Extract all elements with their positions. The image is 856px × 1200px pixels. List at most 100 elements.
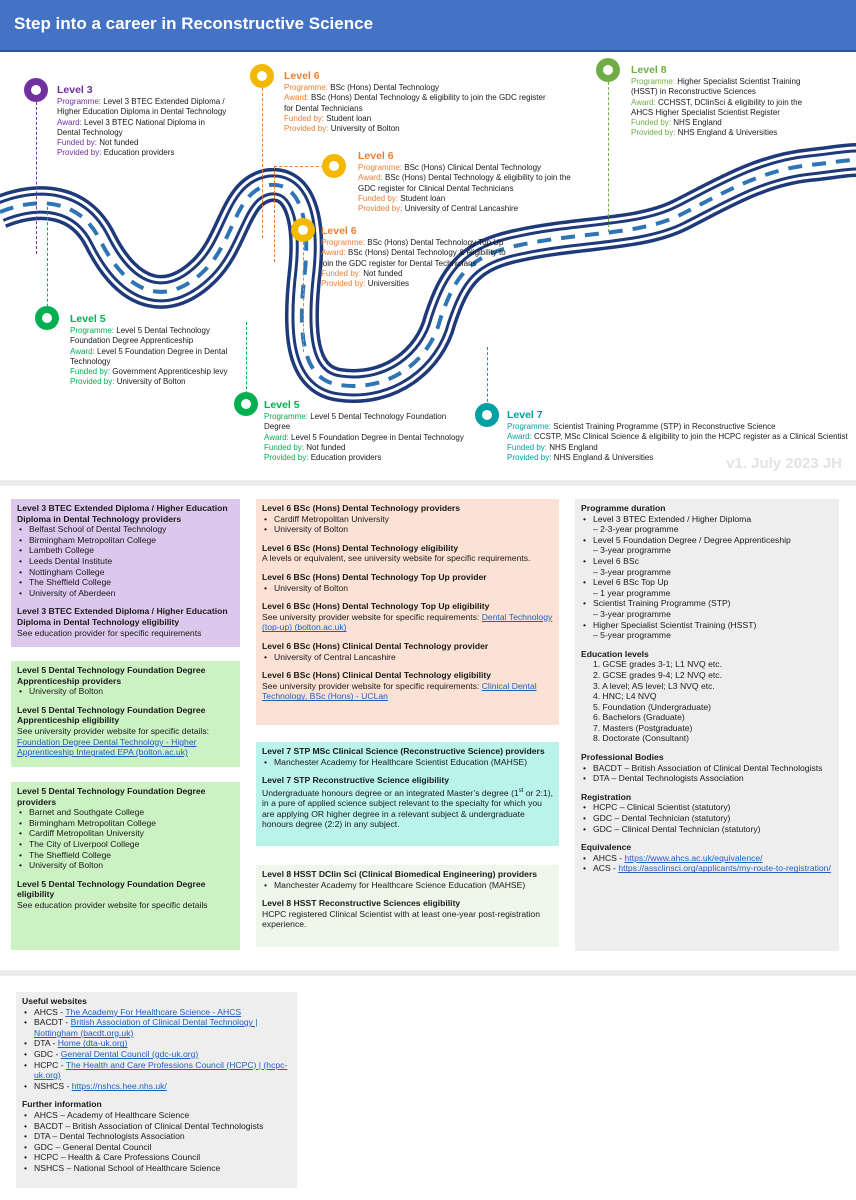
bodies-list: BACDT – British Association of Clinical … — [581, 763, 833, 784]
milestone-level-6-dental-technology: Level 6 Programme: BSc (Hons) Dental Tec… — [284, 70, 554, 134]
programme-key: Programme: — [631, 77, 676, 86]
provided-value: University of Bolton — [116, 377, 186, 387]
useful-websites-box: Useful websites AHCS - The Academy For H… — [16, 992, 297, 1188]
list-item: GDC – Dental Technician (statutory) — [581, 813, 833, 824]
list-item: DTA – Dental Technologists Association — [581, 773, 833, 784]
section-heading: Level 5 Dental Technology Foundation Deg… — [17, 786, 206, 807]
level-label: Level 6 — [321, 225, 357, 237]
programme-duration: – 3-year programme — [593, 608, 671, 619]
milestone-level-6-top-up: Level 6 Programme: BSc (Hons) Dental Tec… — [321, 225, 513, 289]
websites-list: AHCS - The Academy For Healthcare Scienc… — [22, 1007, 291, 1092]
programme-value: Level 5 Dental Technology Foundation Deg… — [70, 326, 210, 346]
level-label: Level 3 — [57, 84, 93, 96]
provided-value: Education providers — [310, 453, 382, 463]
level-6-providers-box: Level 6 BSc (Hons) Dental Technology pro… — [256, 499, 559, 725]
level-label: Level 8 — [631, 64, 667, 76]
apprenticeship-link[interactable]: Foundation Degree Dental Technology - Hi… — [17, 736, 197, 758]
programme-name: Higher Specialist Scientist Training (HS… — [593, 619, 757, 630]
duration-list: Level 3 BTEC Extended / Higher Diploma– … — [581, 514, 833, 641]
uclan-link[interactable]: Clinical Dental Technology, BSc (Hons) -… — [262, 680, 537, 702]
section-heading: Useful websites — [22, 996, 87, 1006]
connector-line — [303, 242, 304, 352]
nshcs-link[interactable]: https://nshcs.hee.nhs.uk/ — [71, 1080, 167, 1091]
programme-value: BSc (Hons) Clinical Dental Technology — [404, 163, 542, 172]
ahcs-equivalence-link[interactable]: https://www.ahcs.ac.uk/equivalence/ — [624, 852, 763, 863]
list-item: ACS - https://assclinsci.org/applicants/… — [581, 863, 833, 874]
provided-key: Provided by: — [631, 128, 676, 138]
section-heading: Level 8 HSST Reconstructive Sciences eli… — [262, 898, 461, 909]
section-heading: Level 7 STP MSc Clinical Science (Recons… — [262, 746, 545, 756]
provider-list: Belfast School of Dental Technology Birm… — [17, 524, 234, 598]
further-info-list: AHCS – Academy of Healthcare Science BAC… — [22, 1110, 291, 1174]
dta-link[interactable]: Home (dta-uk.org) — [57, 1038, 128, 1049]
list-item: NSHCS - https://nshcs.hee.nhs.uk/ — [22, 1081, 291, 1092]
funded-value: Not funded — [99, 138, 139, 148]
section-text: See university provider website for spec… — [17, 725, 210, 736]
ahcs-link[interactable]: The Academy For Healthcare Science - AHC… — [65, 1006, 242, 1017]
level-7-pin — [475, 403, 499, 427]
section-text: See university provider website for spec… — [262, 612, 553, 633]
section-text: See university provider website for spec… — [262, 681, 553, 702]
section-heading: Level 5 Dental Technology Foundation Deg… — [17, 665, 206, 686]
programme-value: Level 3 BTEC Extended Diploma / Higher E… — [57, 97, 227, 117]
list-item: University of Bolton — [17, 686, 234, 697]
link-prefix: AHCS - — [34, 1006, 66, 1017]
provided-key: Provided by: — [264, 453, 309, 463]
provided-key: Provided by: — [507, 452, 552, 462]
link-prefix: DTA - — [34, 1038, 58, 1049]
award-key: Award: — [358, 173, 383, 183]
level-6-pin — [291, 218, 315, 242]
bacdt-link[interactable]: British Association of Clinical Dental T… — [34, 1017, 258, 1038]
level-label: Level 7 — [507, 409, 543, 421]
programme-value: Higher Specialist Scientist Training (HS… — [631, 77, 801, 97]
provided-value: Universities — [367, 279, 410, 289]
funded-key: Funded by: — [264, 442, 305, 452]
programme-duration: – 3-year programme — [593, 566, 671, 577]
section-heading: Level 6 BSc (Hons) Clinical Dental Techn… — [262, 670, 492, 681]
list-item: AHCS - https://www.ahcs.ac.uk/equivalenc… — [581, 853, 833, 864]
provider-list: Manchester Academy for Healthcare Scienc… — [262, 880, 553, 891]
award-value: BSc (Hons) Dental Technology & eligibili… — [284, 93, 546, 113]
acs-registration-link[interactable]: https://assclinsci.org/applicants/my-rou… — [618, 863, 831, 874]
programme-key: Programme: — [264, 412, 309, 421]
section-heading: Level 6 BSc (Hons) Clinical Dental Techn… — [262, 640, 489, 651]
list-item: 6. Bachelors (Graduate) — [593, 712, 685, 723]
gdc-link[interactable]: General Dental Council (gdc-uk.org) — [60, 1048, 199, 1059]
list-item: Belfast School of Dental Technology — [17, 524, 234, 535]
section-text: See education provider website for speci… — [17, 899, 208, 910]
award-value: CCHSST, DClinSci & eligibility to join t… — [631, 97, 803, 117]
section-heading: Level 6 BSc (Hons) Dental Technology Top… — [262, 601, 490, 612]
link-prefix: NSHCS - — [34, 1080, 72, 1091]
divider — [0, 480, 856, 486]
list-item: 7. Masters (Postgraduate) — [593, 722, 693, 733]
list-item: Level 6 BSc– 3-year programme — [581, 556, 833, 577]
list-item: DTA – Dental Technologists Association — [22, 1131, 291, 1142]
level-label: Level 5 — [264, 399, 300, 411]
award-value: BSc (Hons) Dental Technology & eligibili… — [321, 248, 506, 268]
connector-line — [246, 322, 247, 404]
top-up-link[interactable]: Dental Technology (top-up) (bolton.ac.uk… — [262, 611, 553, 633]
connector-line — [36, 102, 37, 254]
list-item: Leeds Dental Institute — [17, 556, 234, 567]
list-item: Birmingham Metropolitan College — [17, 535, 234, 546]
level-5-apprenticeship-box: Level 5 Dental Technology Foundation Deg… — [11, 661, 240, 767]
section-heading: Level 5 Dental Technology Foundation Deg… — [17, 878, 206, 900]
section-heading: Registration — [581, 791, 632, 802]
provider-list: Barnet and Southgate College Birmingham … — [17, 807, 234, 871]
list-item: University of Central Lancashire — [262, 652, 553, 663]
funded-key: Funded by: — [284, 113, 325, 123]
list-item: 1. GCSE grades 3-1; L1 NVQ etc. — [593, 659, 722, 670]
page-title: Step into a career in Reconstructive Sci… — [14, 14, 374, 33]
award-value: BSc (Hons) Dental Technology & eligibili… — [358, 173, 571, 193]
list-item: Higher Specialist Scientist Training (HS… — [581, 620, 833, 641]
programme-value: BSc (Hons) Dental Technology — [330, 83, 440, 92]
programme-duration: – 2-3-year programme — [593, 524, 679, 535]
programme-key: Programme: — [57, 97, 102, 106]
programme-duration: – 3-year programme — [593, 545, 671, 556]
award-key: Award: — [507, 432, 532, 442]
list-item: HCPC - The Health and Care Professions C… — [22, 1060, 291, 1081]
provider-list: Cardiff Metropolitan University Universi… — [262, 514, 553, 535]
list-item: Scientist Training Programme (STP)– 3-ye… — [581, 598, 833, 619]
hcpc-link[interactable]: The Health and Care Professions Council … — [34, 1059, 288, 1081]
list-item: GDC – General Dental Council — [22, 1142, 291, 1153]
